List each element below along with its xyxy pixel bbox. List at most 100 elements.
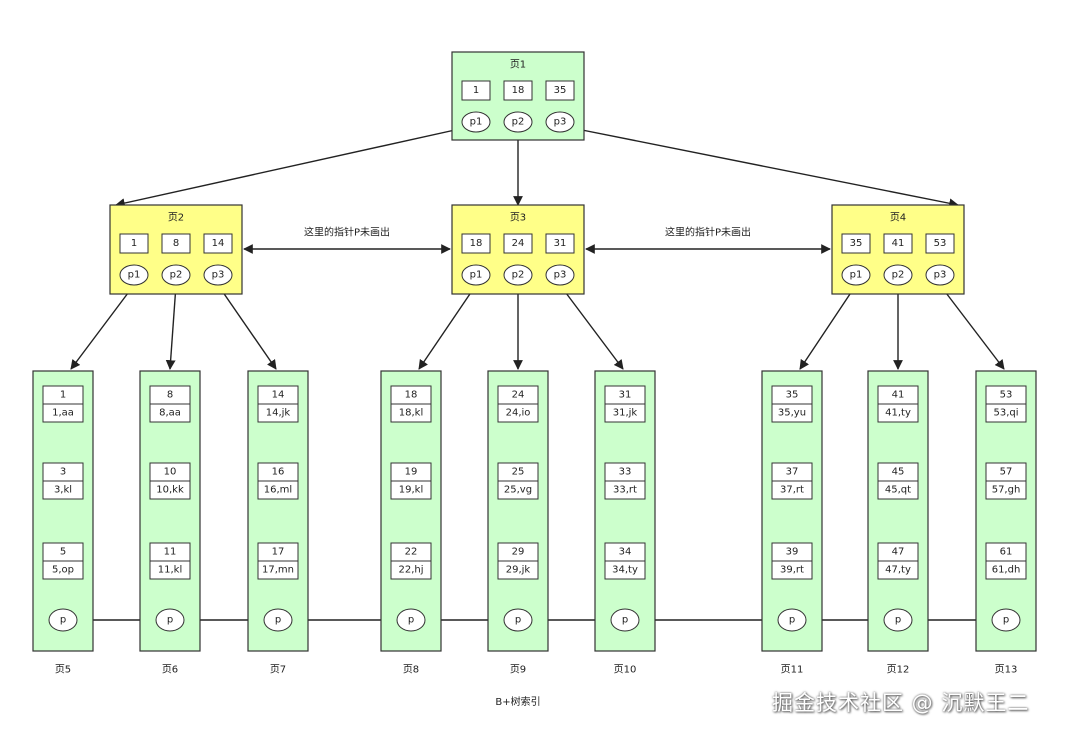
record-row: 3,kl [54,485,72,496]
leaf-pointer-label: p [1003,615,1009,626]
root-page-key: 1 [473,85,479,96]
record-row: 18,kl [399,408,423,419]
leaf-pointer-oval [503,608,533,632]
internal-page-pointer-label: p2 [892,270,905,281]
leaf-pointer-oval [991,608,1021,632]
record-row-box [771,480,813,500]
record-row: 57,gh [992,485,1021,496]
record-key: 35 [786,390,799,401]
record-row-box [390,480,432,500]
internal-to-leaf-arrow [418,284,477,370]
leaf-pointer-oval [263,608,293,632]
record-key: 31 [619,390,632,401]
watermark-text: 掘金技术社区 @ 沉默王二 [772,691,1030,715]
record-key: 29 [512,547,525,558]
record-row-box [149,560,191,580]
internal-page-key: 53 [934,238,947,249]
record-key: 14 [272,390,285,401]
record-row: 47,ty [885,565,911,576]
record-row-box [877,403,919,423]
record-row-box [985,560,1027,580]
internal-page-key-box [461,233,491,254]
record-row: 11,kl [158,565,182,576]
internal-page-key: 14 [212,238,225,249]
leaf-page-label: 页13 [995,664,1018,676]
leaf-pointer-oval [48,608,78,632]
record-key: 39 [786,547,799,558]
record-row: 25,vg [504,485,532,496]
record-row-box [985,480,1027,500]
internal-page-key-box [883,233,913,254]
leaf-pointer-label: p [789,615,795,626]
record-key: 10 [164,467,177,478]
record-row-box [497,403,539,423]
record-row: 41,ty [885,408,911,419]
record-row: 19,kl [399,485,423,496]
record-key: 22 [405,547,418,558]
record-row: 17,mn [262,565,294,576]
leaf-pointer-oval [155,608,185,632]
leaf-page-label: 页7 [270,664,286,676]
internal-page-pointer-label: p1 [850,270,863,281]
root-page-key: 35 [554,85,567,96]
sibling-pointer-note: 这里的指针P未画出 [665,226,751,239]
leaf-pointer-label: p [622,615,628,626]
root-page-pointer-oval [461,111,491,133]
record-row-box [604,403,646,423]
internal-page-key-box [925,233,955,254]
internal-page-key: 35 [850,238,863,249]
internal-to-leaf-arrow [799,284,857,370]
internal-page-pointer-label: p1 [470,270,483,281]
root-page-key-box [503,80,533,101]
internal-page-key: 8 [173,238,179,249]
record-row-box [257,403,299,423]
internal-page-pointer-label: p2 [170,270,183,281]
nodes: 页11p118p235p3页21p18p214p3页318p124p231p3页… [32,51,1037,676]
record-row: 33,rt [613,485,637,496]
internal-page-key-box [161,233,191,254]
internal-page-pointer-oval [119,264,149,286]
record-key: 34 [619,547,632,558]
internal-page-pointer-oval [161,264,191,286]
record-row-box [42,560,84,580]
internal-page-pointer-oval [203,264,233,286]
internal-page-title: 页4 [890,212,906,224]
record-row-box [985,403,1027,423]
record-key: 3 [60,467,66,478]
record-key: 25 [512,467,525,478]
record-row: 14,jk [266,408,291,419]
record-row-box [604,560,646,580]
internal-page-pointer-oval [883,264,913,286]
record-row-box [390,560,432,580]
record-row-box [42,403,84,423]
internal-page: 页4 35 p1 41 p2 53 p3 [831,204,965,295]
root-page-pointer-label: p2 [512,117,525,128]
internal-page-pointer-oval [503,264,533,286]
leaf-pointer-label: p [167,615,173,626]
root-page-key: 18 [512,85,525,96]
internal-page-key: 41 [892,238,905,249]
root-page-pointer-oval [545,111,575,133]
root-page-key-box [461,80,491,101]
record-row: 5,op [52,565,74,576]
internal-to-leaf-arrow [559,284,624,370]
record-key: 19 [405,467,418,478]
internal-to-leaf-arrow [939,284,1005,370]
internal-page-pointer-label: p3 [934,270,947,281]
record-row: 29,jk [506,565,531,576]
internal-page-key-box [841,233,871,254]
record-key: 5 [60,547,66,558]
record-row-box [257,480,299,500]
internal-page-pointer-oval [925,264,955,286]
leaf-page-label: 页9 [510,664,526,676]
